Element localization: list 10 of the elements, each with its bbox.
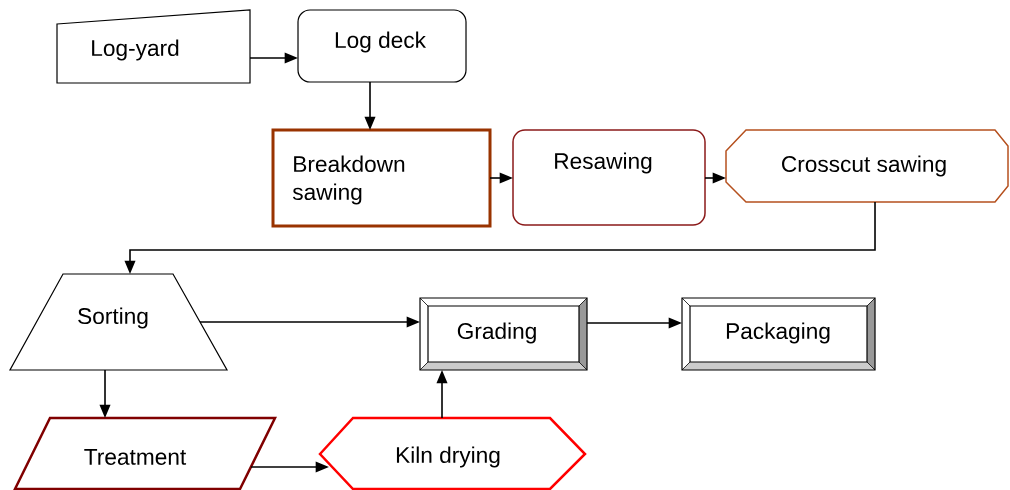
process-box: Resawing bbox=[512, 129, 706, 226]
hexagon-box: Kiln drying bbox=[318, 416, 587, 490]
parallelogram-box: Treatment bbox=[13, 416, 277, 490]
octagon-box: Crosscut sawing bbox=[725, 129, 1009, 203]
beveled-box: Packaging bbox=[681, 297, 876, 371]
process-box: Breakdown sawing bbox=[271, 128, 492, 228]
process-box: Log deck bbox=[297, 9, 467, 83]
trapezoid-box: Sorting bbox=[9, 273, 229, 371]
beveled-box: Grading bbox=[419, 297, 588, 371]
input-box: Log-yard bbox=[56, 9, 251, 84]
